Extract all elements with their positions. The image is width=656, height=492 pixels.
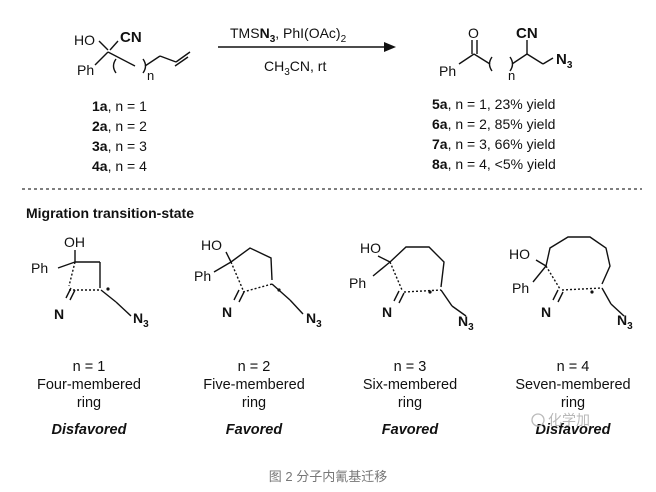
reactant-n-label: n [147,68,154,83]
product-structure [458,40,554,72]
ts-ring-word: ring [561,395,585,411]
ts-ring-size: Seven-membered [515,377,630,393]
ts-n-label: N [222,304,232,320]
ts-ring-word: ring [77,395,101,411]
watermark-text: 化学加 [548,412,590,428]
ts-oh-label: OH [64,234,85,250]
watermark: 化学加 [531,412,590,428]
ts-ring-size: Five-membered [203,377,305,393]
reactant-cn-label: CN [120,29,142,46]
ts-n3-label: N3 [617,312,633,332]
ts-verdict: Favored [226,422,284,438]
reactant-ph-label: Ph [77,62,94,78]
reaction-arrow [218,42,396,52]
ts-oh-label: HO [509,246,530,262]
product-row: 5a, n = 1, 23% yield [432,96,555,112]
ts-n-value: n = 2 [238,359,271,375]
reagents-label: TMSN3, PhI(OAc)2 [230,25,347,45]
ts-structure-six [372,246,467,317]
reactant-structure [94,40,191,74]
ts-oh-label: HO [360,240,381,256]
ts-verdict: Favored [382,422,440,438]
ts-n3-label: N3 [133,310,149,330]
product-row: 6a, n = 2, 85% yield [432,116,555,132]
ts-ring-word: ring [242,395,266,411]
ts-structure-four [57,250,132,317]
substrate-list: 1a, n = 1 2a, n = 2 3a, n = 3 4a, n = 4 [92,98,147,174]
ts-ring-size: Six-membered [363,377,457,393]
product-o-label: O [468,25,479,41]
ts-oh-label: HO [201,237,222,253]
substrate-row: 1a, n = 1 [92,98,147,114]
substrate-row: 4a, n = 4 [92,158,147,174]
solvent-label: CH3CN, rt [264,58,326,78]
ts-n-value: n = 4 [557,359,590,375]
watermark-logo-icon [531,413,545,427]
ts-label-group: n = 1 Four-membered ring Disfavored n = … [37,359,631,438]
product-cn-label: CN [516,25,538,42]
ts-n-label: N [54,306,64,322]
product-n3-label: N3 [556,51,573,71]
ts-n-label: N [382,304,392,320]
ts-n-label: N [541,304,551,320]
ts-ph-label: Ph [31,260,48,276]
ts-ph-label: Ph [194,268,211,284]
product-n-label: n [508,68,515,83]
ts-verdict: Disfavored [52,422,128,438]
section-title: Migration transition-state [26,205,194,221]
ts-n3-label: N3 [306,310,322,330]
ts-n3-label: N3 [458,313,474,333]
ts-ring-word: ring [398,395,422,411]
ts-ph-label: Ph [349,275,366,291]
reactant-ho-label: HO [74,32,95,48]
figure-caption: 图 2 分子内氰基迁移 [269,469,387,484]
substrate-row: 3a, n = 3 [92,138,147,154]
radical-dot [106,287,110,291]
ts-structure-seven [532,236,625,317]
substrate-row: 2a, n = 2 [92,118,147,134]
product-row: 7a, n = 3, 66% yield [432,136,555,152]
product-list: 5a, n = 1, 23% yield 6a, n = 2, 85% yiel… [432,96,556,172]
product-ph-label: Ph [439,63,456,79]
ts-verdict: Disfavored [536,422,612,438]
ts-ph-label: Ph [512,280,529,296]
ts-ring-size: Four-membered [37,377,141,393]
ts-n-value: n = 1 [73,359,106,375]
radical-dot [277,288,281,292]
ts-n-value: n = 3 [394,359,427,375]
ts-structure-five [213,247,304,315]
radical-dot [428,290,432,294]
radical-dot [590,290,594,294]
product-row: 8a, n = 4, <5% yield [432,156,556,172]
